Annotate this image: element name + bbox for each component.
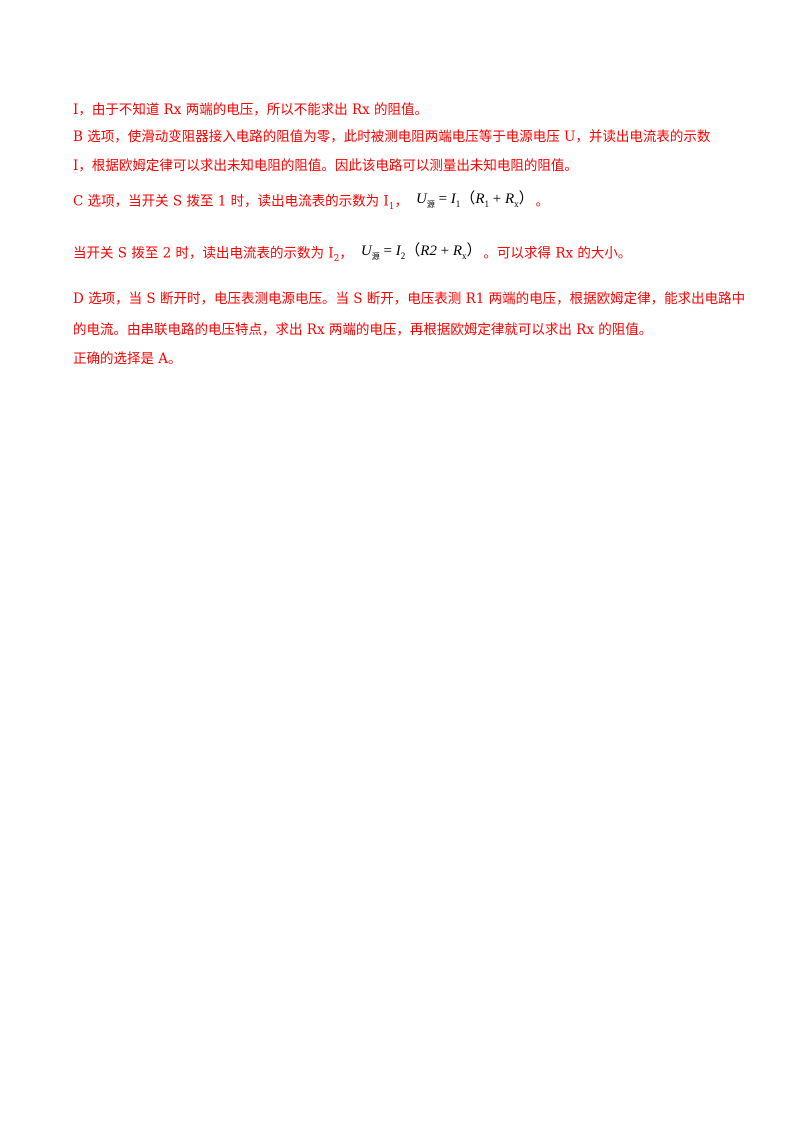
- current-subscript-2: 2: [333, 254, 340, 265]
- formula-2-open: （: [405, 243, 421, 259]
- paragraph-line-5: 当开关 S 拨至 2 时，读出电流表的示数为 I2，U源 = I2（R2 + R…: [73, 242, 631, 268]
- formula-1: U源 = I1（R1 + Rx）: [416, 190, 534, 214]
- formula-1-r-sub: 1: [484, 199, 489, 209]
- formula-1-i: I: [450, 191, 456, 207]
- switch-2-text: 当开关 S 拨至 2 时，读出电流表的示数为 I: [73, 245, 334, 262]
- comma: ，: [394, 193, 408, 210]
- formula-1-u-sub: 源: [426, 200, 435, 209]
- option-c-text: C 选项，当开关 S 拨至 1 时，读出电流表的示数为 I: [73, 193, 389, 210]
- formula-1-eq: =: [434, 191, 451, 207]
- formula-1-rx: R: [504, 191, 515, 207]
- formula-2-r2: R2: [420, 243, 437, 259]
- formula-2-rx: R: [452, 243, 463, 259]
- formula-1-close: ）: [518, 191, 534, 207]
- formula-1-u: U: [415, 191, 427, 207]
- current-subscript-1: 1: [388, 202, 395, 213]
- formula-2-eq: =: [379, 243, 396, 259]
- formula-2: U源 = I2（R2 + Rx）: [361, 242, 482, 266]
- paragraph-line-7: 的电流。由串联电路的电压特点，求出 Rx 两端的电压，再根据欧姆定律就可以求出 …: [73, 322, 653, 338]
- paragraph-line-8: 正确的选择是 A。: [73, 351, 182, 367]
- formula-2-i-sub: 2: [400, 251, 406, 261]
- formula-1-plus: +: [488, 191, 505, 207]
- conclusion-text: 。可以求得 Rx 的大小。: [483, 245, 632, 262]
- formula-2-rx-sub: x: [462, 251, 467, 261]
- paragraph-line-2: B 选项，使滑动变阻器接入电路的阻值为零，此时被测电阻两端电压等于电源电压 U，…: [73, 129, 711, 145]
- formula-2-u: U: [360, 243, 372, 259]
- formula-1-i-sub: 1: [455, 199, 461, 209]
- formula-1-open: （: [460, 191, 476, 207]
- formula-2-plus: +: [436, 243, 453, 259]
- paragraph-line-6: D 选项，当 S 断开时，电压表测电源电压。当 S 断开，电压表测 R1 两端的…: [73, 291, 746, 307]
- period: 。: [535, 193, 550, 210]
- paragraph-line-3: I，根据欧姆定律可以求出未知电阻的阻值。因此该电路可以测量出未知电阻的阻值。: [73, 158, 578, 174]
- paragraph-line-1: I，由于不知道 Rx 两端的电压，所以不能求出 Rx 的阻值。: [73, 102, 429, 118]
- formula-2-close: ）: [466, 243, 482, 259]
- formula-1-rx-sub: x: [514, 199, 519, 209]
- formula-2-i: I: [395, 243, 401, 259]
- comma: ，: [339, 245, 353, 262]
- paragraph-line-4: C 选项，当开关 S 拨至 1 时，读出电流表的示数为 I1，U源 = I1（R…: [73, 190, 549, 216]
- formula-2-u-sub: 源: [371, 252, 380, 261]
- formula-1-r: R: [475, 191, 485, 207]
